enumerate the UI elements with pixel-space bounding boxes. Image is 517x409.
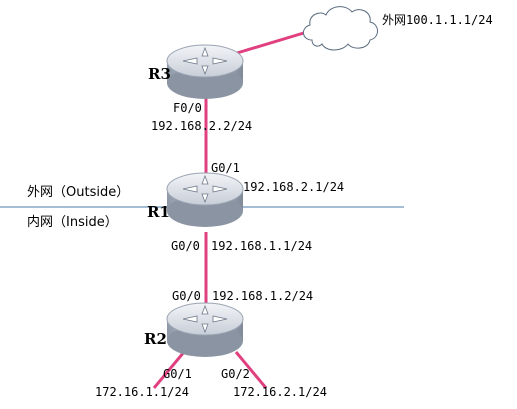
r2-g00-ip-label: 192.168.1.2/24 <box>212 289 313 303</box>
router-r1-name: R1 <box>147 203 170 221</box>
r3-f00-ip-label: 192.168.2.2/24 <box>151 119 252 133</box>
router-r1-icon <box>166 172 244 228</box>
router-r3-name: R3 <box>148 65 171 83</box>
r1-g01-ip-label: 192.168.2.1/24 <box>243 180 344 194</box>
inside-zone-label: 内网（Inside） <box>27 214 118 230</box>
router-r2-name: R2 <box>144 330 167 348</box>
outside-zone-label: 外网（Outside） <box>27 185 129 200</box>
r3-f00-port-label: F0/0 <box>173 101 202 115</box>
r2-g01-ip-label: 172.16.1.1/24 <box>95 385 189 399</box>
r2-g02-ip-label: 172.16.2.1/24 <box>233 385 327 399</box>
r2-g02-port-label: G0/2 <box>221 367 250 381</box>
r2-g01-port-label: G0/1 <box>163 367 192 381</box>
r1-g00-ip-label: 192.168.1.1/24 <box>211 239 312 253</box>
router-r3-icon <box>166 44 244 100</box>
r1-g01-port-label: G0/1 <box>211 161 240 175</box>
link-r2-g02 <box>234 351 268 389</box>
r2-g00-port-label: G0/0 <box>172 289 201 303</box>
internet-label: 外网100.1.1.1/24 <box>382 13 493 27</box>
link-r3-cloud <box>236 30 308 55</box>
r1-g00-port-label: G0/0 <box>171 239 200 253</box>
router-r2-icon <box>166 302 244 358</box>
link-r2-g01 <box>152 351 186 389</box>
internet-cloud-icon <box>303 6 378 51</box>
